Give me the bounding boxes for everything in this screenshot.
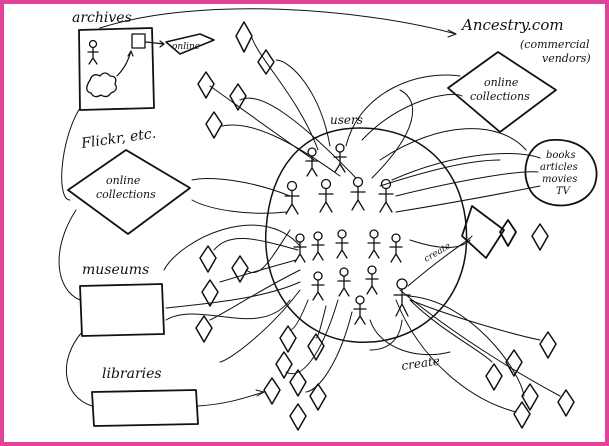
media-articles-label: articles — [540, 162, 578, 173]
ancestry-diamond — [447, 51, 557, 133]
user-figure — [367, 229, 381, 259]
media-tv-label: TV — [556, 186, 572, 197]
users-circle — [265, 127, 468, 344]
ancestry-collections-label: collections — [470, 90, 530, 103]
ancestry-label: Ancestry.com — [460, 16, 564, 34]
user-figure — [333, 143, 347, 173]
user-figure — [365, 265, 379, 295]
create-label: create — [400, 354, 440, 373]
content-diamond — [229, 83, 247, 111]
commercial-label-2: vendors) — [542, 52, 591, 65]
content-diamond — [197, 71, 215, 99]
user-figure — [389, 233, 403, 263]
commercial-label-1: (commercial — [520, 38, 590, 51]
user-figure — [311, 231, 325, 261]
libraries-box — [91, 389, 199, 427]
content-diamond — [201, 279, 219, 307]
content-diamond — [195, 315, 213, 343]
media-books-label: books — [546, 150, 576, 161]
user-figure — [284, 180, 300, 215]
flickr-diamond — [67, 149, 191, 235]
content-diamond — [513, 401, 531, 429]
flickr-group: Flickr, etc. online collections — [67, 126, 191, 235]
content-diamond — [235, 21, 253, 53]
content-diamond — [257, 49, 275, 75]
user-figure — [293, 233, 307, 263]
content-diamond — [275, 351, 293, 379]
content-diamond — [279, 325, 297, 353]
content-diamond — [231, 255, 249, 283]
connection-arrows — [58, 8, 561, 413]
content-diamond — [539, 331, 557, 359]
content-diamond — [205, 111, 223, 139]
content-diamond — [199, 245, 217, 273]
content-diamond — [309, 383, 327, 411]
media-group: books articles movies TV — [524, 139, 598, 207]
online-box — [165, 33, 215, 55]
user-figure — [335, 229, 349, 259]
users-group: users — [265, 113, 468, 344]
content-diamond — [263, 377, 281, 405]
ancestry-group: Ancestry.com (commercial vendors) online… — [447, 16, 591, 133]
user-figure — [305, 147, 319, 177]
user-figure — [378, 178, 394, 213]
content-diamond — [289, 369, 307, 397]
content-diamond — [307, 333, 325, 361]
content-diamond — [289, 403, 307, 431]
media-movies-label: movies — [542, 174, 577, 185]
user-figure — [350, 176, 366, 211]
content-diamond — [557, 389, 575, 417]
online-label: online — [172, 42, 200, 52]
content-diamond — [485, 363, 503, 391]
museums-box — [79, 283, 165, 337]
libraries-group: libraries — [91, 366, 199, 427]
user-figures — [284, 143, 411, 325]
archives-document-icon — [131, 33, 146, 49]
flickr-collections-label: collections — [96, 188, 156, 201]
archives-label: archives — [72, 10, 132, 26]
user-figure — [318, 178, 334, 213]
content-diamond — [461, 205, 505, 259]
content-diamond — [521, 383, 539, 411]
user-figure — [353, 295, 367, 325]
archives-person-icon — [87, 39, 99, 65]
archives-box — [78, 27, 155, 111]
content-diamond — [531, 223, 549, 251]
museums-label: museums — [82, 262, 149, 278]
ancestry-online-label: online — [484, 76, 519, 89]
user-figure — [311, 271, 325, 301]
libraries-label: libraries — [102, 366, 162, 382]
users-label: users — [330, 113, 363, 127]
content-diamond — [505, 349, 523, 377]
user-figure — [393, 278, 411, 317]
media-circle — [524, 139, 598, 207]
archives-group: archives online — [72, 10, 215, 111]
user-figure — [337, 267, 351, 297]
content-diamonds — [195, 21, 575, 431]
archives-cloud-icon — [86, 72, 117, 98]
flickr-label: Flickr, etc. — [79, 126, 157, 152]
museums-group: museums — [79, 262, 165, 337]
flickr-online-label: online — [106, 174, 141, 187]
